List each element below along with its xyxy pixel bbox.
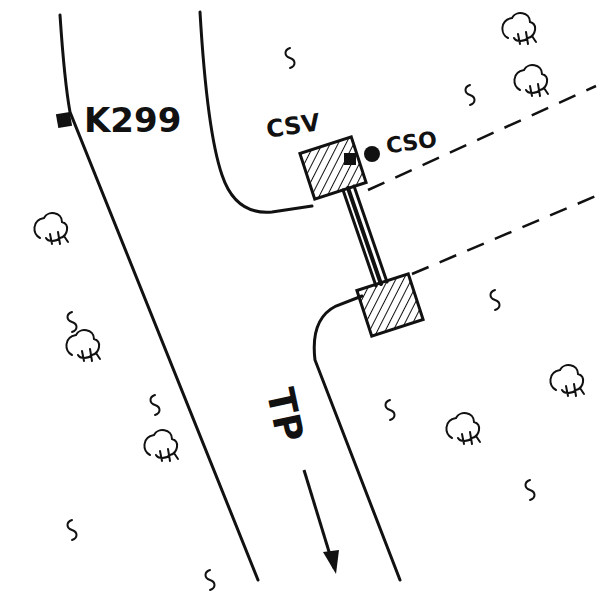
road-edge <box>60 15 258 580</box>
dashed-line <box>412 196 596 274</box>
grass-symbol <box>526 480 535 500</box>
grass-symbol <box>466 85 475 105</box>
marker-dot <box>364 146 380 162</box>
structure-label: CSV <box>265 110 322 141</box>
bridge <box>343 186 387 286</box>
tree-symbol <box>144 430 178 461</box>
dashed-line <box>368 86 596 190</box>
road-edge <box>200 12 312 212</box>
grass-symbol <box>151 395 160 415</box>
arrow-head <box>323 550 339 574</box>
vegetation <box>34 13 584 590</box>
direction-label: TP <box>261 385 309 446</box>
tree-symbol <box>34 213 68 244</box>
marker-square <box>344 153 356 165</box>
km-marker-label: K299 <box>84 103 181 137</box>
grass-symbol <box>68 520 77 540</box>
structure-label: CSO <box>385 129 439 158</box>
tree-symbol <box>502 13 536 44</box>
hatched-box <box>357 274 423 336</box>
grass-symbol <box>286 48 295 68</box>
marker-square <box>56 112 72 128</box>
tree-symbol <box>446 413 480 444</box>
grass-symbol <box>206 570 215 590</box>
road-edge <box>314 296 400 580</box>
grass-symbol <box>68 312 77 332</box>
grass-symbol <box>386 400 395 420</box>
tree-symbol <box>66 330 100 361</box>
grass-symbol <box>491 290 500 310</box>
hatched-box <box>300 137 366 199</box>
tree-symbol <box>550 365 584 396</box>
bridge <box>348 188 381 284</box>
tree-symbol <box>514 65 548 96</box>
